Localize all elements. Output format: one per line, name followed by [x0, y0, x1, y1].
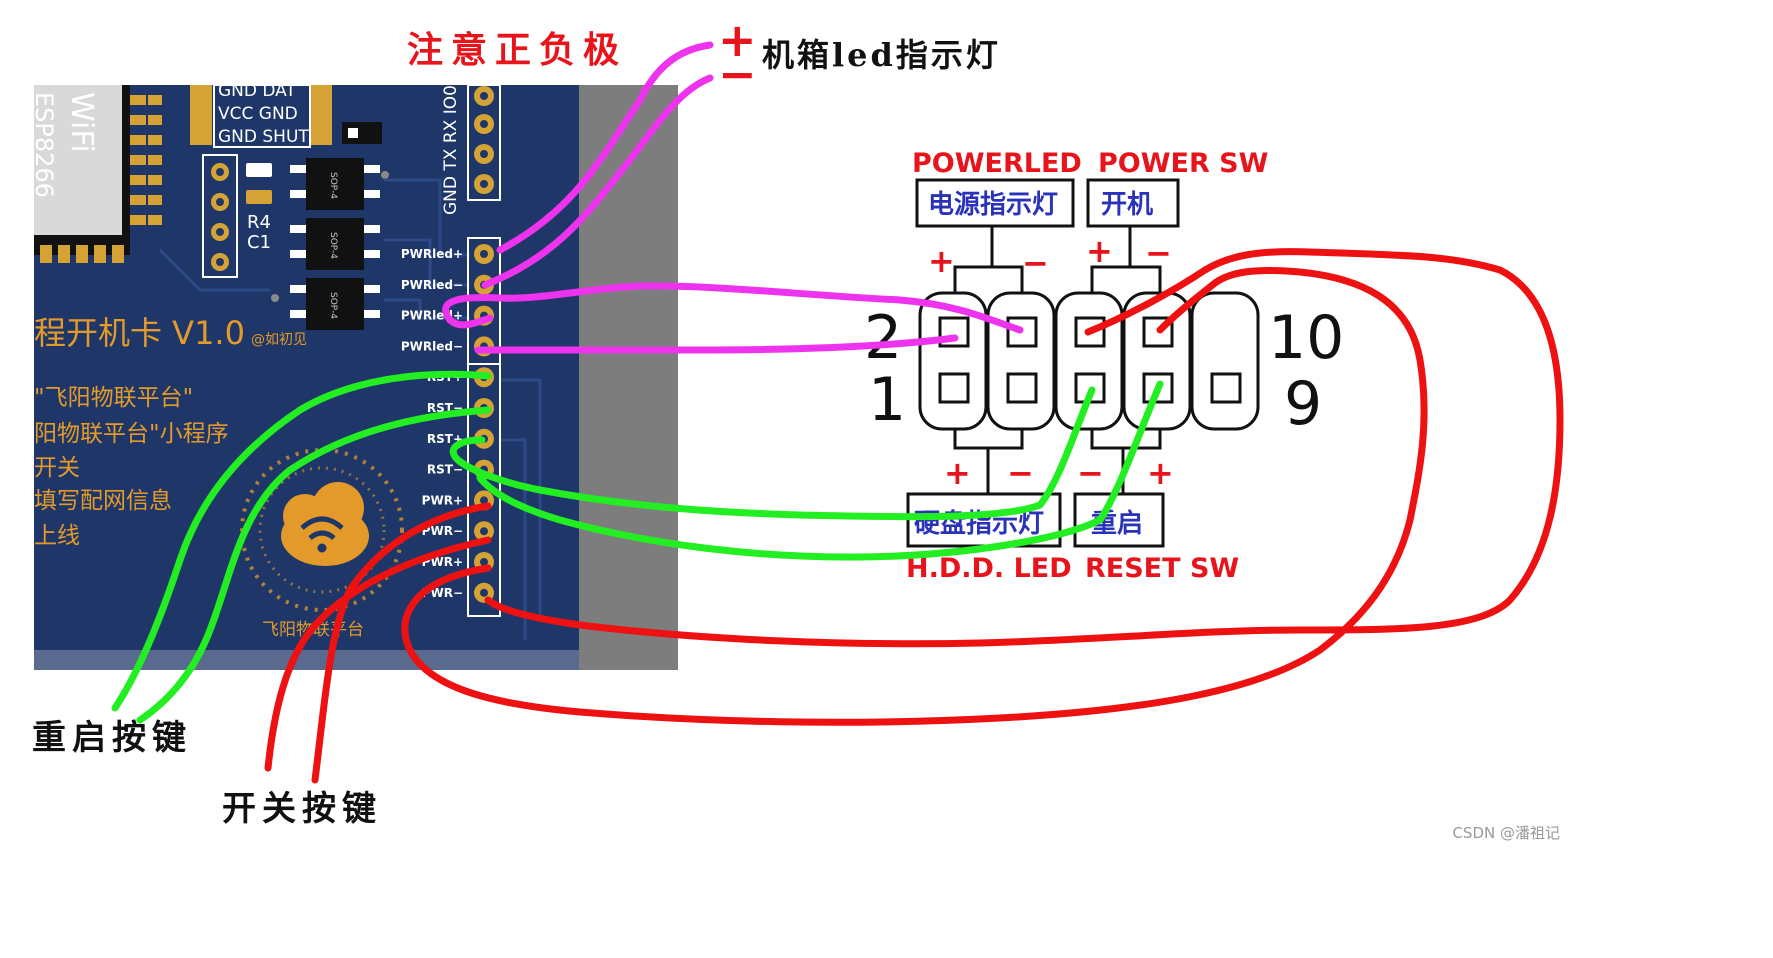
board-description: "飞阳物联平台" 阳物联平台"小程序 开关 填写配网信息 上线 [34, 385, 229, 549]
wire-powersw-b [311, 502, 492, 784]
desc-line-4: 上线 [34, 523, 80, 549]
case-led-minus: − [718, 47, 757, 101]
wire-reset-c [449, 386, 1096, 521]
pol-bot-2: − [1077, 454, 1104, 492]
label-hdd: H.D.D. LED [906, 553, 1072, 584]
pin-columns [918, 291, 1260, 431]
wire-case-led-plus [496, 41, 714, 254]
pin-num-1: 1 [868, 365, 906, 435]
wire-powerled-plus [442, 282, 1024, 334]
pol-top-3: − [1145, 234, 1172, 272]
desc-line-0: "飞阳物联平台" [34, 385, 193, 411]
uart-header: GND TX RX IO0 [441, 84, 501, 215]
pol-top-2: + [1086, 232, 1113, 270]
chip-label-2: SOP-4 [328, 232, 338, 259]
pcb-traces [158, 178, 542, 640]
left-small-header: R4 C1 [202, 154, 272, 278]
header-label-2: GND SHUT [218, 127, 309, 147]
case-led-plus: + [718, 13, 757, 67]
desc-line-3: 填写配网信息 [34, 488, 172, 514]
pin-num-10: 10 [1268, 303, 1344, 373]
esp8266-module: WiFi ESP8266 [30, 85, 162, 263]
chip-3: SOP-4 [290, 278, 380, 330]
pol-bot-0: + [944, 454, 971, 492]
pin-labels: PWRled+PWRled−PWRled+PWRled−RST+RST−RST+… [401, 247, 463, 600]
board-title: 程开机卡 V1.0@如初见 [34, 314, 307, 352]
reset-key-label: 重启按键 [32, 718, 192, 758]
wire-reset-d [476, 380, 1164, 561]
pin-hole-10 [480, 558, 488, 566]
label-powerled-cn: 电源指示灯 [928, 190, 1058, 220]
pin-hole-0 [480, 250, 488, 258]
module-wifi-text: WiFi [64, 92, 99, 153]
wire-powersw-d [401, 267, 1428, 726]
box-reset-cn [1073, 492, 1165, 548]
label-powersw-cn: 开机 [1101, 190, 1153, 220]
pin-col-3 [1054, 291, 1124, 431]
wire-powerled-minus [474, 334, 959, 354]
wire-case-led-minus [481, 74, 714, 289]
desc-line-1: 阳物联平台"小程序 [34, 421, 229, 447]
board-edge-strip [575, 85, 678, 670]
box-powersw-cn [1086, 178, 1180, 228]
pol-top-1: − [1022, 244, 1049, 282]
wire-powersw-c [484, 248, 1564, 648]
wire-reset-b [136, 406, 492, 724]
polarity-signs: + − + − + − − + [928, 232, 1174, 492]
pin-hole-11 [480, 588, 488, 597]
pol-bot-3: + [1147, 454, 1174, 492]
cloud-wifi-logo: 飞阳物联平台 [240, 448, 404, 640]
polarity-note: 注意正负极 [407, 29, 627, 71]
pin-label-1: PWRled− [401, 278, 463, 292]
chip-1: SOP-4 [290, 158, 380, 210]
pin-col-2 [986, 291, 1056, 431]
refdes-r4: R4 [247, 212, 271, 233]
module-esp-text: ESP8266 [30, 92, 58, 198]
pol-top-0: + [928, 242, 955, 280]
header-label-1: VCC GND [218, 104, 298, 124]
label-powerled: POWERLED [912, 148, 1082, 179]
module-pads [40, 95, 162, 263]
case-led-label: 机箱led指示灯 [762, 36, 1001, 74]
chip-2: SOP-4 [290, 218, 380, 270]
pol-bot-1: − [1007, 454, 1034, 492]
refdes-c1: C1 [247, 232, 271, 253]
chip-label-3: SOP-4 [328, 292, 338, 319]
pin-num-2: 2 [864, 303, 902, 373]
box-powerled-cn [915, 178, 1075, 228]
pin-hole-8 [480, 496, 488, 505]
watermark: CSDN @潘祖记 [1452, 824, 1560, 842]
desc-line-2: 开关 [34, 455, 80, 481]
pin-num-9: 9 [1284, 369, 1322, 439]
wires [111, 41, 1564, 784]
pin-label-8: PWR+ [422, 493, 463, 507]
header-label-0: GND DAT [218, 81, 296, 101]
group-labels: POWERLED POWER SW 电源指示灯 开机 硬盘指示灯 重启 H.D.… [906, 148, 1268, 584]
top-header: GND DAT VCC GND GND SHUT [190, 81, 332, 148]
uart-labels: GND TX RX IO0 [441, 85, 461, 215]
label-resetsw: RESET SW [1085, 553, 1239, 584]
pin-numbers: 2 1 10 9 [864, 303, 1344, 439]
board-bottom-light [34, 650, 579, 670]
wire-powersw-a [264, 536, 492, 772]
pin-label-7: RST− [427, 463, 463, 477]
annotations: 注意正负极 + − 机箱led指示灯 重启按键 开关按键 CSDN @潘祖记 [32, 13, 1560, 842]
pin-hole-9 [480, 527, 488, 536]
label-powersw: POWER SW [1098, 148, 1268, 179]
chip-label-1: SOP-4 [328, 172, 338, 199]
sop4-chips: SOP-4 SOP-4 SOP-4 [271, 122, 389, 330]
power-key-label: 开关按键 [222, 789, 382, 829]
pin-label-6: RST+ [427, 432, 463, 446]
wire-reset-a [111, 370, 492, 712]
pin-col-5 [1190, 291, 1260, 431]
pin-label-0: PWRled+ [401, 247, 463, 261]
pin-label-9: PWR− [422, 524, 463, 538]
pin-label-3: PWRled− [401, 339, 463, 353]
